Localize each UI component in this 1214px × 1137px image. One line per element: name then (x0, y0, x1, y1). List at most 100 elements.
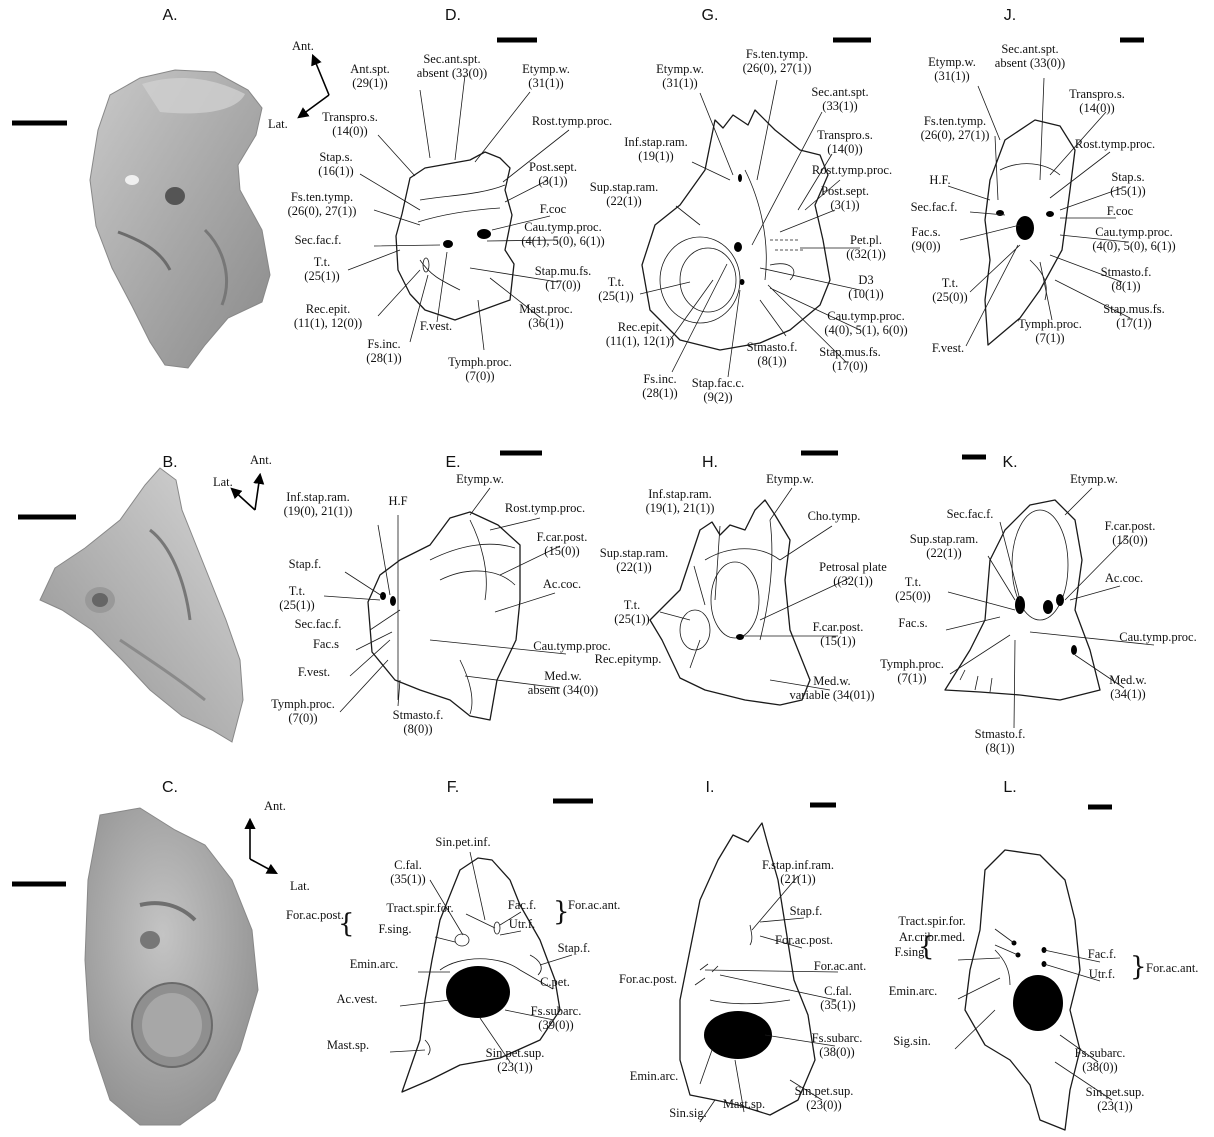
structure-label: Tract.spir.for. (898, 914, 965, 928)
structure-label: D3(10(1)) (848, 273, 883, 301)
structure-label: Fs.subarc.(38(0)) (812, 1031, 863, 1059)
structure-label: Stmasto.f.(8(1)) (747, 340, 798, 368)
structure-label: T.t.(25(1)) (614, 598, 649, 626)
structure-label: Ac.vest. (337, 992, 378, 1006)
structure-label: Post.sept.(3(1)) (821, 184, 869, 212)
structure-label: F.vest. (298, 665, 330, 679)
drawing-l (965, 850, 1080, 1130)
structure-label: For.ac.ant. (814, 959, 866, 973)
drawing-j (985, 120, 1075, 345)
brace-group-f-left: { For.ac.post. (286, 908, 355, 939)
panel-letter: K. (1002, 454, 1017, 471)
structure-label: Utr.f. (509, 917, 535, 931)
structure-label: Fs.subarc.(39(0)) (531, 1004, 582, 1032)
direction-ant: Ant. (264, 799, 286, 813)
panel-letter: I. (706, 779, 715, 796)
structure-label: Inf.stap.ram.(19(1), 21(1)) (646, 487, 715, 515)
panel-letter: F. (447, 779, 459, 796)
direction-lat: Lat. (268, 117, 288, 131)
structure-label: Petrosal plate((32(1)) (819, 560, 887, 588)
structure-label: Stap.f. (558, 941, 591, 955)
brace-label: For.ac.post. (286, 908, 344, 922)
structure-label: Fs.subarc.(38(0)) (1075, 1046, 1126, 1074)
structure-label: Sig.sin. (893, 1034, 931, 1048)
structure-label: Sec.fac.f. (295, 617, 342, 631)
structure-label: Ant.spt.(29(1)) (350, 62, 390, 90)
structure-label: Stmasto.f.(8(1)) (1101, 265, 1152, 293)
structure-label: Fs.inc.(28(1)) (366, 337, 401, 365)
drawing-k (945, 500, 1100, 700)
petrosal-render-b (40, 468, 243, 742)
structure-label: C.pet. (540, 975, 570, 989)
drawing-h (650, 500, 810, 705)
structure-label: Fs.ten.tymp.(26(0), 27(1)) (288, 190, 357, 218)
structure-label: Emin.arc. (350, 957, 399, 971)
fenestra-cochleae-d (477, 229, 491, 239)
structure-label: Cau.tymp.proc. (533, 639, 610, 653)
structure-label: T.t.(25(1)) (304, 255, 339, 283)
structure-label: Etymp.w.(31(1)) (928, 55, 976, 83)
direction-lat: Lat. (213, 475, 233, 489)
structure-label: Etymp.w. (1070, 472, 1118, 486)
facial-foramen-d (443, 240, 453, 248)
structure-label: Ar.cribr.med. (899, 930, 965, 944)
structure-label: H.F (388, 494, 407, 508)
structure-label: Ac.coc. (1105, 571, 1143, 585)
structure-label: Sin.pet.inf. (435, 835, 490, 849)
structure-label: Med.w.(34(1)) (1109, 673, 1146, 701)
structure-label: Tract.spir.for. (386, 901, 453, 915)
structure-label: Fs.ten.tymp.(26(0), 27(1)) (921, 114, 990, 142)
structure-label: F.stap.inf.ram.(21(1)) (762, 858, 834, 886)
structure-label: Sec.fac.f. (911, 200, 958, 214)
structure-label: T.t.(25(1)) (279, 584, 314, 612)
petrosal-render-c (85, 808, 258, 1125)
direction-ant: Ant. (292, 39, 314, 53)
structure-label: For.ac.post. (619, 972, 677, 986)
structure-label: Med.w.absent (34(0)) (528, 669, 598, 697)
structure-label: T.t.(25(0)) (932, 276, 967, 304)
panel-letter: E. (445, 454, 460, 471)
structure-label: Stap.mus.fs.(17(0)) (819, 345, 880, 373)
direction-ant: Ant. (250, 453, 272, 467)
structure-label: Stap.fac.c.(9(2)) (692, 376, 744, 404)
structure-label: Etymp.w. (456, 472, 504, 486)
structure-label: Cau.tymp.proc.(4(0), 5(1), 6(0)) (824, 309, 907, 337)
structure-label: Etymp.w.(31(1)) (656, 62, 704, 90)
structure-label: F.car.post.(15(0)) (537, 530, 588, 558)
structure-label: Cho.tymp. (808, 509, 861, 523)
panel-letter: B. (162, 454, 177, 471)
panel-letter: J. (1004, 7, 1016, 24)
structure-label: F.vest. (420, 319, 452, 333)
structure-label: Rost.tymp.proc. (1075, 137, 1155, 151)
structure-label: Rec.epitymp. (595, 652, 662, 666)
fenestra-l (1013, 975, 1063, 1031)
structure-label: F.sing. (378, 922, 411, 936)
structure-label: Sin.pet.sup.(23(1)) (486, 1046, 545, 1074)
structure-label: C.fal.(35(1)) (820, 984, 855, 1012)
structure-label: Post.sept.(3(1)) (529, 160, 577, 188)
direction-lat: Lat. (290, 879, 310, 893)
structure-label: Cau.tymp.proc.(4(0), 5(0), 6(1)) (1092, 225, 1175, 253)
structure-label: Rec.epit.(11(1), 12(0)) (294, 302, 362, 330)
structure-label: Fac.s.(9(0)) (911, 225, 940, 253)
structure-label: Ac.coc. (543, 577, 581, 591)
fenestra-f (446, 966, 510, 1018)
structure-label: Transpro.s.(14(0)) (817, 128, 873, 156)
structure-label: Sup.stap.ram.(22(1)) (590, 180, 658, 208)
structure-label: Fs.ten.tymp.(26(0), 27(1)) (743, 47, 812, 75)
structure-label: Etymp.w. (766, 472, 814, 486)
structure-label: Stmasto.f.(8(0)) (393, 708, 444, 736)
structure-label: F.car.post.(15(0)) (1105, 519, 1156, 547)
brace-label: For.ac.ant. (568, 898, 620, 912)
structure-label: Emin.arc. (889, 984, 938, 998)
structure-label: F.car.post.(15(1)) (813, 620, 864, 648)
structure-label: H.F. (929, 173, 950, 187)
structure-label: Fac.f. (1088, 947, 1116, 961)
panel-letter: H. (702, 454, 718, 471)
direction-indicator-1: Ant. Lat. (268, 39, 329, 131)
structure-label: Sec.fac.f. (295, 233, 342, 247)
structure-label: Mast.sp. (327, 1038, 369, 1052)
structure-label: Stap.mu.fs.(17(0)) (535, 264, 592, 292)
structure-label: Sin.pet.sup.(23(0)) (795, 1084, 854, 1112)
structure-label: Tymph.proc.(7(0)) (271, 697, 335, 725)
